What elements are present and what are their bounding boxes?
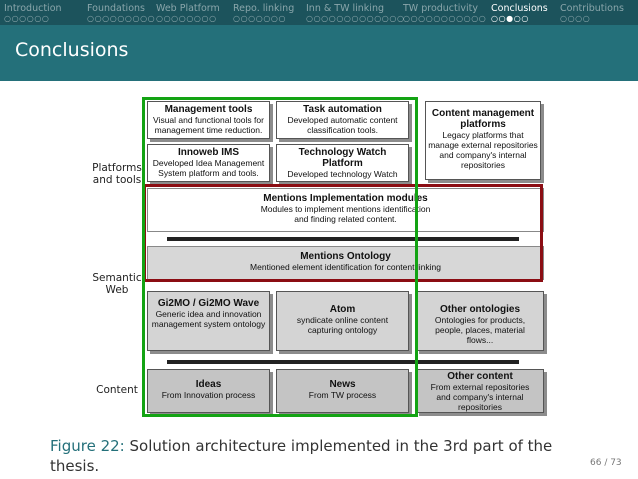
box-other-content: Other content From external repositories… <box>416 369 544 413</box>
box-desc: Ontologies for products, people, places,… <box>434 315 526 345</box>
box-desc: Visual and functional tools for manageme… <box>153 115 264 135</box>
box-title: Management tools <box>164 104 253 115</box>
box-desc: Mentioned element identification for con… <box>250 262 441 272</box>
box-content-management-platforms: Content management platforms Legacy plat… <box>425 101 541 180</box>
box-technology-watch-platform: Technology Watch Platform Developed tech… <box>276 144 409 182</box>
figure-caption-label: Figure 22: <box>50 437 125 455</box>
nav-section-web-platform[interactable]: Web Platform <box>156 3 220 14</box>
box-title: Gi2MO / Gi2MO Wave <box>157 298 260 309</box>
nav-section-foundations[interactable]: Foundations <box>87 3 145 14</box>
box-desc: Generic idea and innovation management s… <box>151 309 266 329</box>
layer-divider <box>167 360 519 364</box>
row-label-platforms: Platforms and tools <box>92 162 142 186</box>
box-desc: From external repositories and company's… <box>430 382 530 412</box>
nav-dots-repo-linking[interactable]: ○○○○○○○ <box>233 14 287 23</box>
page-number: 66 / 73 <box>590 458 622 468</box>
box-desc: Developed Idea Management System platfor… <box>152 158 265 178</box>
box-desc: syndicate online content capturing ontol… <box>296 315 389 335</box>
box-title: Innoweb IMS <box>177 147 240 158</box>
box-title: Task automation <box>303 104 382 115</box>
box-desc: Modules to implement mentions identifica… <box>260 204 431 224</box>
box-desc: From Innovation process <box>161 390 256 400</box>
nav-dots-foundations[interactable]: ○○○○○○○○○ <box>87 14 156 23</box>
row-label-content: Content <box>96 384 138 396</box>
box-desc: Developed technology Watch platform and … <box>287 169 398 181</box>
box-title: Technology Watch Platform <box>298 147 387 169</box>
box-desc: Legacy platforms that manage external re… <box>428 130 538 170</box>
nav-dots-inn-tw-linking[interactable]: ○○○○○○○○○○○○○ <box>306 14 405 23</box>
box-title: Atom <box>329 304 356 315</box>
nav-dots-introduction[interactable]: ○○○○○○ <box>4 14 50 23</box>
box-title: Mentions Ontology <box>300 251 391 262</box>
section-navigation: Introduction ○○○○○○ Foundations ○○○○○○○○… <box>0 0 638 25</box>
box-title: Content management platforms <box>431 108 535 130</box>
nav-section-conclusions[interactable]: Conclusions <box>491 3 548 14</box>
box-news: News From TW process <box>276 369 409 413</box>
slide-title-bar: Conclusions <box>0 25 638 81</box>
nav-section-contributions[interactable]: Contributions <box>560 3 624 14</box>
nav-section-repo-linking[interactable]: Repo. linking <box>233 3 295 14</box>
box-mentions-implementation-modules: Mentions Implementation modules Modules … <box>147 188 544 232</box>
nav-dots-web-platform[interactable]: ○○○○○○○○ <box>156 14 217 23</box>
figure-caption-text: Solution architecture implemented in the… <box>50 437 553 475</box>
nav-section-inn-tw-linking[interactable]: Inn & TW linking <box>306 3 384 14</box>
box-atom: Atom syndicate online content capturing … <box>276 291 409 351</box>
box-task-automation: Task automation Developed automatic cont… <box>276 101 409 139</box>
box-title: Other content <box>447 371 513 382</box>
box-title: Other ontologies <box>440 304 520 315</box>
nav-section-introduction[interactable]: Introduction <box>4 3 62 14</box>
box-desc: From TW process <box>308 390 377 400</box>
box-gi2mo: Gi2MO / Gi2MO Wave Generic idea and inno… <box>147 291 270 351</box>
box-desc: Developed automatic content classificati… <box>287 115 398 135</box>
box-title: Mentions Implementation modules <box>263 193 428 204</box>
box-other-ontologies: Other ontologies Ontologies for products… <box>416 291 544 351</box>
box-ideas: Ideas From Innovation process <box>147 369 270 413</box>
nav-dots-contributions[interactable]: ○○○○ <box>560 14 591 23</box>
highlight-frame-green <box>142 97 418 417</box>
nav-dots-conclusions[interactable]: ○○●○○ <box>491 14 529 23</box>
box-innoweb-ims: Innoweb IMS Developed Idea Management Sy… <box>147 144 270 182</box>
nav-dots-tw-productivity[interactable]: ○○○○○○○○○○○ <box>403 14 487 23</box>
box-management-tools: Management tools Visual and functional t… <box>147 101 270 139</box>
box-title: Ideas <box>195 379 222 390</box>
slide-title: Conclusions <box>15 39 129 61</box>
figure-caption: Figure 22: Solution architecture impleme… <box>50 436 590 476</box>
box-title: News <box>329 379 356 390</box>
layer-divider <box>167 237 519 241</box>
nav-section-tw-productivity[interactable]: TW productivity <box>403 3 479 14</box>
row-label-semantic-web: Semantic Web <box>92 272 142 296</box>
